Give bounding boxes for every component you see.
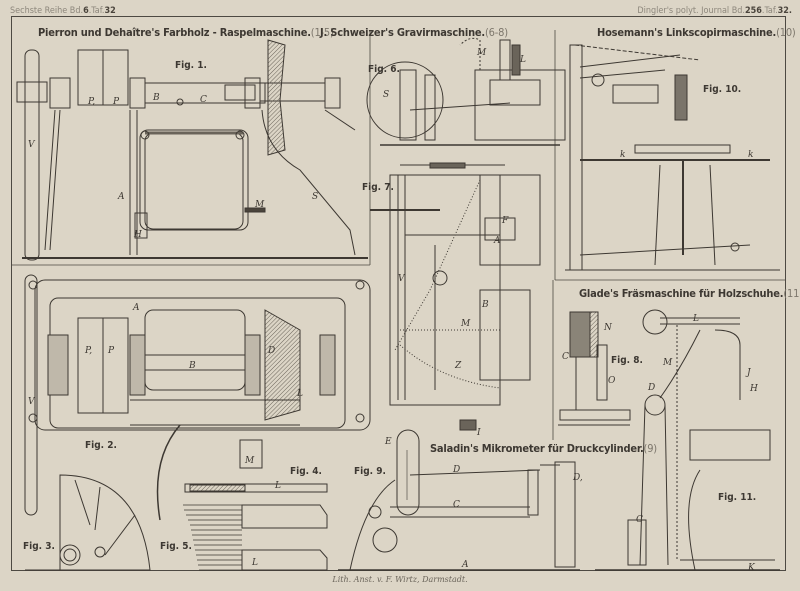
part-label: K <box>748 563 755 573</box>
part-label: P, <box>85 346 93 356</box>
part-label: D <box>453 465 461 475</box>
part-label: D, <box>573 473 583 483</box>
fig4-drawing <box>184 483 328 493</box>
part-label: C <box>453 500 460 510</box>
series-label: Sechste Reihe Bd. <box>10 6 84 16</box>
part-label: L <box>275 481 281 491</box>
title-fraesmaschine: Glade's Fräsmaschine für Holzschuhe.(11) <box>579 287 800 300</box>
part-label: V <box>28 140 35 150</box>
title-figure-range: (11) <box>783 287 800 300</box>
lithographer-imprint: Lith. Anst. v. F. Wirtz, Darmstadt. <box>332 575 468 584</box>
fig11-caption: Fig. 11. <box>718 492 757 503</box>
fig3-caption: Fig. 3. <box>23 541 55 552</box>
title-text: Hosemann's Linkscopirmaschine. <box>597 26 777 39</box>
part-label: V <box>398 274 405 284</box>
title-text: Glade's Fräsmaschine für Holzschuhe. <box>579 287 784 300</box>
fig1-drawing <box>16 39 368 261</box>
part-label: C <box>636 515 643 525</box>
part-label: C <box>200 95 207 105</box>
fig11-drawing <box>595 309 780 571</box>
fig8-drawing <box>558 311 631 426</box>
fig1-caption: Fig. 1. <box>175 60 207 71</box>
fig8-caption: Fig. 8. <box>611 355 643 366</box>
title-text: Pierron und Dehaître's Farbholz - Raspel… <box>38 26 311 39</box>
title-mikrometer: Saladin's Mikrometer für Druckcylinder.(… <box>430 442 657 455</box>
journal-volume: 256 <box>745 6 762 16</box>
part-label: L <box>297 389 303 399</box>
fig9-drawing <box>338 429 580 571</box>
part-label: P <box>108 346 115 356</box>
part-label: S <box>312 192 319 202</box>
title-linkscopirmaschine: Hosemann's Linkscopirmaschine.(10) <box>597 26 796 39</box>
plate-header-right: Dingler's polyt. Journal Bd.256.Taf.32. <box>637 6 792 16</box>
part-label: H <box>134 230 142 240</box>
part-label: A <box>494 236 501 246</box>
part-label: B <box>482 300 489 310</box>
part-label: J <box>747 368 751 378</box>
fig9-caption: Fig. 9. <box>354 466 386 477</box>
part-label: A <box>133 303 140 313</box>
part-label: D <box>648 383 656 393</box>
part-label: M <box>245 456 255 466</box>
fig6-drawing <box>366 37 566 146</box>
part-label: B <box>153 93 160 103</box>
fig3-drawing <box>25 474 151 571</box>
part-label: A <box>462 560 469 570</box>
part-label: F <box>502 216 509 226</box>
title-gravirmaschine: J. Schweizer's Gravirmaschine.(6-8) <box>320 26 508 39</box>
part-label: M <box>255 200 265 210</box>
title-raspelmaschine: Pierron und Dehaître's Farbholz - Raspel… <box>38 26 334 39</box>
part-label: L <box>693 314 699 324</box>
part-label: M <box>477 48 487 58</box>
fig2-caption: Fig. 2. <box>85 440 117 451</box>
title-figure-range: (1-5) <box>310 26 334 39</box>
part-label: H <box>750 384 758 394</box>
title-text: J. Schweizer's Gravirmaschine. <box>320 26 485 39</box>
part-label: D <box>268 346 276 356</box>
part-label: V <box>28 397 35 407</box>
part-label: M <box>461 319 471 329</box>
part-label: Z <box>455 361 462 371</box>
part-label: P <box>113 97 120 107</box>
part-label: O <box>608 376 616 386</box>
part-label: N <box>604 323 612 333</box>
panel-dividers <box>12 30 786 440</box>
plate-header-left: Sechste Reihe Bd.6.Taf.32 <box>10 6 116 16</box>
part-label: L <box>520 55 526 65</box>
fig10-caption: Fig. 10. <box>703 84 742 95</box>
title-text: Saladin's Mikrometer für Druckcylinder. <box>430 442 644 455</box>
fig5-drawing <box>183 504 328 571</box>
fig2-drawing <box>24 274 371 521</box>
part-label: L <box>252 558 258 568</box>
title-figure-range: (9) <box>643 442 658 455</box>
part-label: B <box>189 361 196 371</box>
title-figure-range: (6-8) <box>485 26 508 39</box>
part-label: I <box>477 428 481 438</box>
part-label: C <box>562 352 569 362</box>
fig5-caption: Fig. 5. <box>160 541 192 552</box>
part-label: k <box>620 150 626 160</box>
journal-label: Dingler's polyt. Journal Bd. <box>637 6 745 16</box>
fig7-caption: Fig. 7. <box>362 182 394 193</box>
plate-number: 32 <box>104 6 116 16</box>
fig7-drawing <box>370 162 541 431</box>
part-label: k <box>748 150 754 160</box>
plate-prefix: .Taf. <box>88 6 105 16</box>
part-label: S <box>383 90 390 100</box>
title-figure-range: (10) <box>776 26 796 39</box>
series-volume: 6 <box>83 6 89 16</box>
fig4-caption: Fig. 4. <box>290 466 322 477</box>
fig10-drawing <box>565 44 780 271</box>
part-label: M <box>663 358 673 368</box>
part-label: E <box>385 437 392 447</box>
plate-prefix: .Taf. <box>761 6 778 16</box>
part-label: A <box>118 192 125 202</box>
part-label: P, <box>88 97 96 107</box>
fig6-caption: Fig. 6. <box>368 64 400 75</box>
plate-number: 32. <box>777 6 792 16</box>
